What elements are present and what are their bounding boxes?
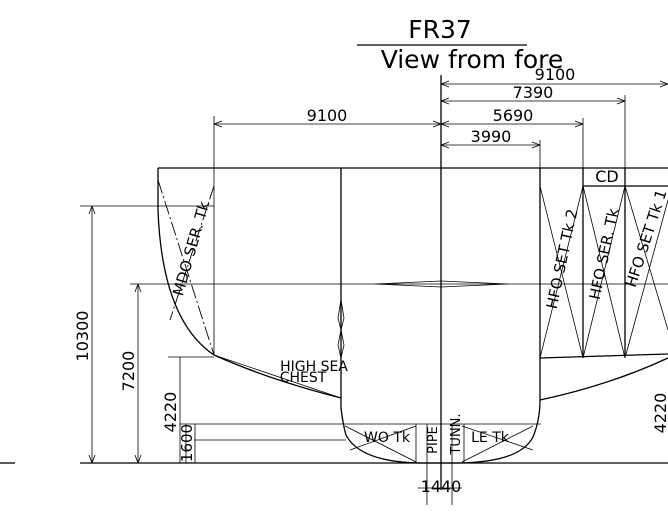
dim-5690: 5690 [493, 106, 534, 125]
label-hfo-set-tk-1: HFO SET Tk 1 [622, 187, 668, 289]
dim-3990: 3990 [471, 127, 512, 146]
dim-1440: 1440 [421, 477, 462, 496]
dim-9100-left: 9100 [307, 106, 348, 125]
frame-label: FR37 [408, 15, 472, 44]
label-mdo-ser-tk: MDO SER. Tk [169, 199, 213, 298]
top-dimensions: 9100 7390 5690 3990 9100 [213, 65, 668, 355]
label-le-tk: LE Tk [471, 430, 510, 446]
hull-outline [157, 167, 668, 464]
tank-crosses [157, 179, 668, 463]
stanchion-arrow-lower [337, 329, 345, 359]
dim-10300: 10300 [73, 311, 92, 362]
left-dimensions [88, 205, 196, 464]
dim-7200: 7200 [119, 351, 138, 392]
label-hfo-set-tk-2: HFO SET Tk 2 [543, 207, 582, 310]
dim-4220-left: 4220 [161, 392, 180, 433]
dim-4220-right: 4220 [651, 393, 668, 434]
view-label: View from fore [381, 45, 564, 74]
dim-1600: 1600 [178, 424, 196, 462]
dim-9100-right: 9100 [535, 65, 576, 84]
dim-7390: 7390 [513, 83, 554, 102]
label-pipe: PIPE [426, 426, 441, 454]
bottom-dimension [418, 463, 462, 505]
horizontal-lines [0, 205, 668, 464]
label-cd: CD [595, 167, 619, 186]
label-wo-tk: WO Tk [364, 430, 411, 446]
label-high-sea: HIGH SEA [280, 359, 348, 375]
label-chest: CHEST [280, 370, 327, 386]
shaft-symbol [374, 280, 509, 288]
label-tunn: TUNN. [449, 413, 464, 455]
